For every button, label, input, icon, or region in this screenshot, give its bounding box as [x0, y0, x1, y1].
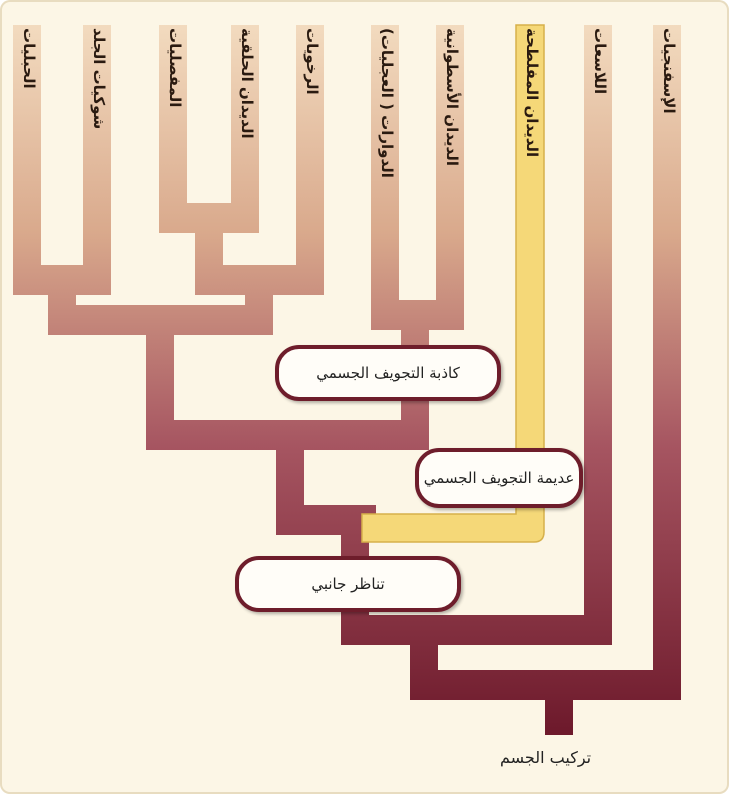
taxon-label: شوكيات الجلد: [90, 28, 108, 130]
node-acoelomate: عديمة التجويف الجسمي: [415, 448, 583, 508]
taxon-label: الإسفنجيات: [660, 28, 678, 114]
branch-nematodes: [436, 25, 464, 330]
branch-annelids: [231, 25, 259, 233]
taxon-label: الديدان المفلطحة: [523, 28, 541, 158]
branch-rotifers: [371, 25, 399, 330]
root-label: تركيب الجسم: [500, 748, 592, 767]
node-pseudocoelomate: كاذبة التجويف الجسمي: [275, 345, 501, 401]
taxon-label: الرخويات: [303, 28, 321, 95]
taxon-label: الديدان الحلقية: [238, 28, 256, 139]
taxon-label: الديدان الأسطوانية: [443, 28, 461, 166]
node-bilateral-symmetry: تناظر جانبي: [235, 556, 461, 612]
taxon-label: اللاسعات: [591, 28, 609, 95]
taxon-label: الدوارات ( العجليات): [378, 28, 396, 178]
branch-chordates: [13, 25, 41, 295]
branch-sponges: [653, 25, 681, 700]
taxon-label: الحبليات: [20, 28, 38, 89]
branch-echinoderms: [83, 25, 111, 295]
branch-mollusks: [296, 25, 324, 295]
branch-arthropods: [159, 25, 187, 233]
branch-cnidarians: [584, 25, 612, 645]
taxon-label: المفصليات: [166, 28, 184, 108]
